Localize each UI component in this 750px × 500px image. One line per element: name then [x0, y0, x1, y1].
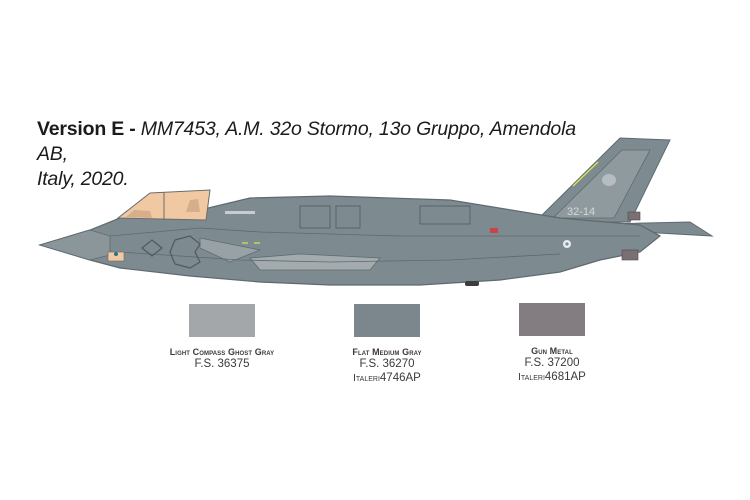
tail-code: 32-14 [567, 206, 595, 218]
color-chip [519, 303, 585, 336]
color-chip [189, 304, 255, 337]
engine-nozzle [621, 249, 639, 261]
version-description-line2: Italy, 2020. [37, 168, 129, 190]
fs-code: F.S. 37200 [524, 357, 580, 369]
paint-name: Light Compass Ghost Gray [169, 347, 275, 357]
paint-swatch-light-compass-ghost-gray: Light Compass Ghost Gray F.S. 36375 [132, 304, 312, 371]
paint-swatch-flat-medium-gray: Flat Medium Gray F.S. 36270 Italeri4746A… [297, 304, 477, 386]
paint-name: Gun Metal [531, 346, 573, 356]
version-title: Version E - MM7453, A.M. 32o Stormo, 13o… [37, 117, 597, 192]
fs-code: F.S. 36375 [194, 358, 250, 370]
italeri-code: Italeri4681AP [518, 371, 586, 383]
version-label: Version E - [37, 118, 136, 140]
paint-name: Flat Medium Gray [352, 347, 422, 357]
color-chip [354, 304, 420, 337]
fs-code: F.S. 36270 [359, 358, 415, 370]
paint-swatch-gun-metal: Gun Metal F.S. 37200 Italeri4681AP [462, 303, 642, 385]
version-description: MM7453, A.M. 32o Stormo, 13o Gruppo, Ame… [37, 118, 576, 165]
f35-side-profile: 32-14 [37, 137, 714, 286]
italeri-code: Italeri4746AP [353, 372, 421, 384]
